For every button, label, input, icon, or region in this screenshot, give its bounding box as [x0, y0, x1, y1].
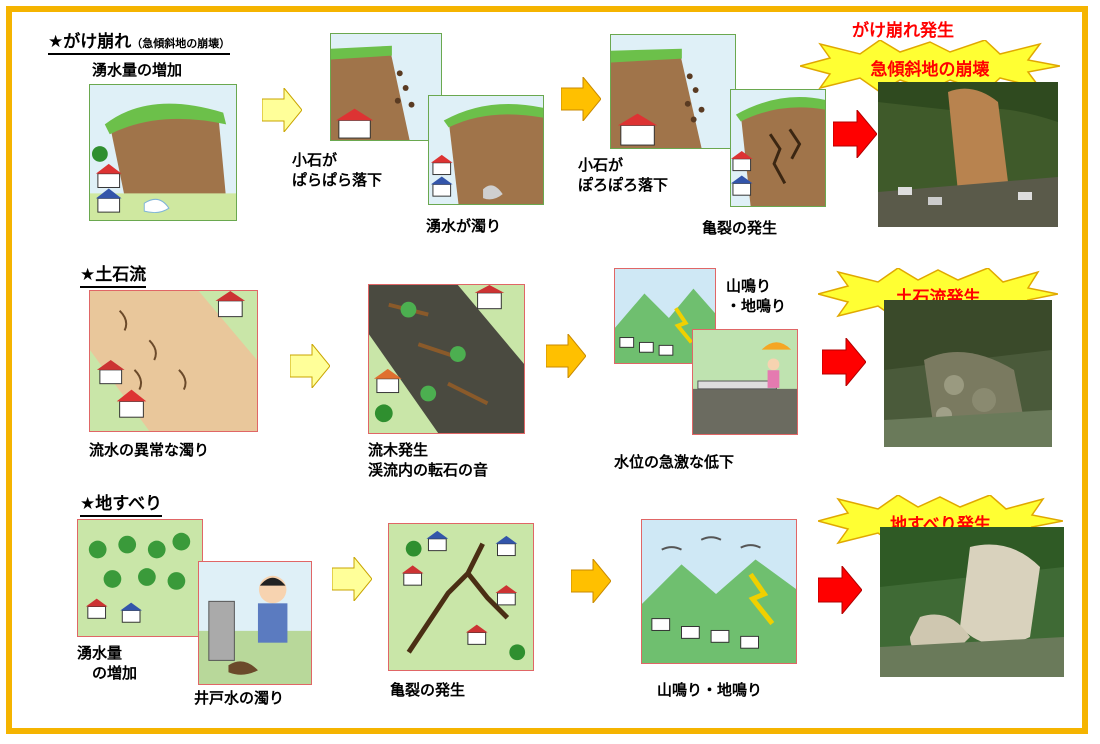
- landslide-step-3-label: 亀裂の発生: [390, 681, 466, 699]
- debris-result-arrow: [822, 338, 866, 386]
- cliff-step-2-text: 小石が ぱらぱら落下: [292, 151, 383, 190]
- landslide-well-illustration: [198, 561, 312, 685]
- debris-muddy-river-illustration: [89, 290, 258, 432]
- landslide-step-1-label: 湧水量 の増加: [77, 643, 137, 684]
- cliff-step-1-label: 湧水量の増加: [92, 61, 183, 79]
- cliff-rocks-falling-illustration: [610, 34, 736, 149]
- landslide-aerial-photo: [880, 527, 1064, 677]
- cliff-step-5-label: 亀裂の発生: [702, 219, 778, 237]
- debris-step-4-label: 水位の急激な低下: [614, 453, 735, 471]
- debris-flow-photo: [884, 300, 1052, 447]
- debris-water-drop-illustration: [692, 329, 798, 435]
- landslide-arrow-1: [332, 557, 372, 601]
- cliff-arrow-1: [262, 88, 302, 132]
- debris-step-3-label: 山鳴り ・地鳴り: [726, 276, 786, 317]
- cliff-step-3-label: 湧水が濁り: [426, 217, 502, 235]
- landslide-step-1-text: 湧水量 の増加: [77, 644, 138, 683]
- cliff-spring-illustration: [89, 84, 237, 221]
- cliff-arrow-2: [561, 77, 601, 121]
- cliff-heading-text: ★がけ崩れ: [48, 32, 132, 52]
- cliff-cloudy-water-illustration: [428, 95, 544, 205]
- cliff-heading-sub: （急傾斜地の崩壊）: [131, 37, 231, 50]
- landslide-step-2-label: 井戸水の濁り: [194, 689, 285, 707]
- landslide-result-arrow: [818, 566, 862, 614]
- debris-driftwood-illustration: [368, 284, 525, 434]
- cliff-result-arrow: [833, 110, 877, 158]
- landslide-heading: ★地すべり: [80, 489, 163, 517]
- debris-step-3-text: 山鳴り ・地鳴り: [726, 277, 787, 316]
- debris-mountain-rumble-illustration: [614, 268, 716, 364]
- debris-step-2-label: 流木発生 渓流内の転石の音: [368, 440, 488, 481]
- cliff-step-4-text: 小石が ぽろぽろ落下: [578, 156, 669, 195]
- cliff-heading: ★がけ崩れ（急傾斜地の崩壊）: [48, 27, 231, 55]
- cliff-collapse-photo: [878, 82, 1058, 227]
- landslide-mountain-rumble-illustration: [641, 519, 797, 664]
- cliff-step-4-label: 小石が ぽろぽろ落下: [578, 155, 668, 196]
- cliff-result-burst-text: 急傾斜地の崩壊: [870, 60, 990, 80]
- cliff-crack-illustration: [730, 89, 826, 207]
- landslide-crack-illustration: [388, 523, 534, 671]
- debris-arrow-2: [546, 334, 586, 378]
- landslide-step-4-label: 山鳴り・地鳴り: [657, 681, 763, 699]
- debris-step-1-label: 流水の異常な濁り: [89, 441, 210, 459]
- cliff-pebbles-illustration: [330, 33, 442, 141]
- debris-step-2-text: 流木発生 渓流内の転石の音: [368, 441, 489, 480]
- debris-arrow-1: [290, 344, 330, 388]
- cliff-result-burst: 急傾斜地の崩壊: [800, 40, 1060, 92]
- debris-heading: ★土石流: [80, 260, 147, 288]
- landslide-arrow-2: [571, 559, 611, 603]
- cliff-step-2-label: 小石が ぱらぱら落下: [292, 150, 382, 191]
- cliff-result-title: がけ崩れ発生: [852, 21, 954, 41]
- landslide-spring-illustration: [77, 519, 203, 637]
